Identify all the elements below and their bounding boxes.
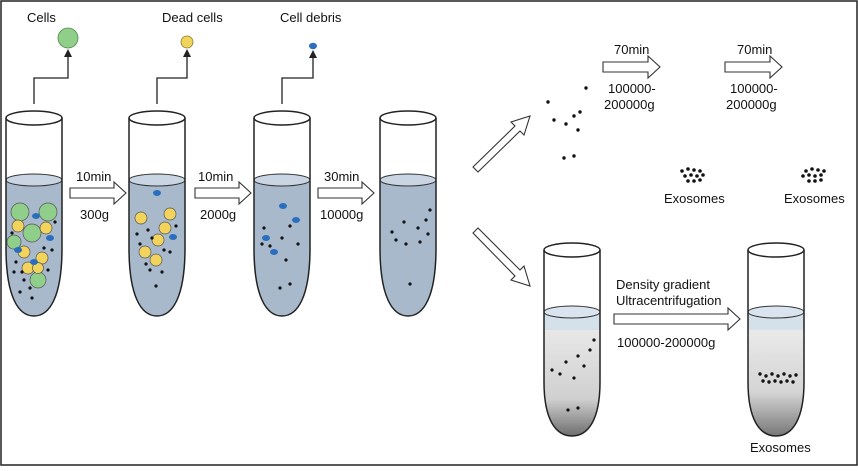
- u1-force-line1: 100000-: [608, 81, 656, 96]
- tube-5-contents: [550, 338, 596, 412]
- debris-blue: [270, 249, 278, 255]
- label-exosomes-3: Exosomes: [750, 440, 811, 455]
- debris-blue: [46, 235, 54, 241]
- u2-time: 70min: [737, 42, 772, 57]
- step2-force: 2000g: [200, 207, 236, 222]
- tube-6: [747, 242, 805, 437]
- debris-blue: [292, 217, 300, 223]
- cell-dead: [151, 233, 165, 247]
- step1-force: 300g: [80, 207, 109, 222]
- step-arrow-u2: [724, 54, 783, 80]
- tube-3-contents: [260, 203, 300, 290]
- step-arrow-u1: [602, 54, 661, 80]
- step-arrow-3: [317, 180, 375, 206]
- debris-blue: [14, 247, 22, 253]
- dg-line1: Density gradient: [616, 277, 710, 292]
- cell-green: [10, 202, 30, 222]
- label-cells: Cells: [27, 10, 56, 25]
- u1-time: 70min: [614, 42, 649, 57]
- debris-blue: [279, 203, 287, 209]
- discard-arrow-debris: [281, 50, 317, 104]
- label-exosomes-2: Exosomes: [784, 191, 845, 206]
- cell-dead: [163, 207, 177, 221]
- step2-time: 10min: [198, 169, 233, 184]
- step3-force: 10000g: [320, 207, 363, 222]
- u2-force-line2: 200000g: [726, 97, 777, 112]
- cell-dead: [134, 211, 148, 225]
- cell-green-icon: [57, 27, 79, 49]
- tube-4: [379, 110, 437, 317]
- debris-blue: [153, 190, 161, 196]
- tube-5: [543, 242, 601, 437]
- tube-2-contents: [134, 190, 178, 288]
- tube-4-contents: [390, 208, 432, 286]
- label-exosomes-1: Exosomes: [664, 191, 725, 206]
- dg-force: 100000-200000g: [617, 335, 715, 350]
- step3-time: 30min: [324, 169, 359, 184]
- tube-3: [253, 110, 311, 317]
- cell-dead: [32, 262, 44, 274]
- label-dead-cells: Dead cells: [162, 10, 223, 25]
- u2-force-line1: 100000-: [730, 81, 778, 96]
- step-arrow-dg: [613, 306, 741, 332]
- cell-green: [6, 234, 22, 250]
- cell-dead: [158, 221, 172, 235]
- dg-line2: Ultracentrifugation: [616, 293, 722, 308]
- step-arrow-1: [69, 180, 127, 206]
- debris-blue: [169, 234, 177, 240]
- discard-arrow-dead-cells: [156, 49, 191, 104]
- dead-cell-icon: [180, 35, 194, 49]
- exosome-band: [758, 372, 798, 384]
- cell-green: [22, 223, 42, 243]
- cell-green: [38, 202, 58, 222]
- label-cell-debris: Cell debris: [280, 10, 342, 25]
- discard-arrow-cells: [33, 49, 72, 104]
- u1-force-line2: 200000g: [604, 97, 655, 112]
- scattered-exosomes: [546, 86, 588, 160]
- debris-icon: [309, 42, 317, 50]
- branch-arrow-down: [472, 227, 531, 287]
- cell-dead: [11, 219, 25, 233]
- debris-blue: [32, 213, 40, 219]
- cell-green: [29, 271, 47, 289]
- cell-dead: [138, 245, 152, 259]
- exosome-pellet-1: [680, 167, 705, 183]
- debris-blue: [30, 259, 38, 265]
- step1-time: 10min: [76, 169, 111, 184]
- debris-blue: [262, 235, 270, 241]
- step-arrow-2: [194, 180, 252, 206]
- cell-dead: [149, 253, 163, 267]
- exosome-pellet-2: [801, 167, 826, 183]
- tube-1-contents: [6, 202, 58, 300]
- branch-arrow-up: [472, 115, 531, 173]
- cell-dead: [39, 221, 53, 235]
